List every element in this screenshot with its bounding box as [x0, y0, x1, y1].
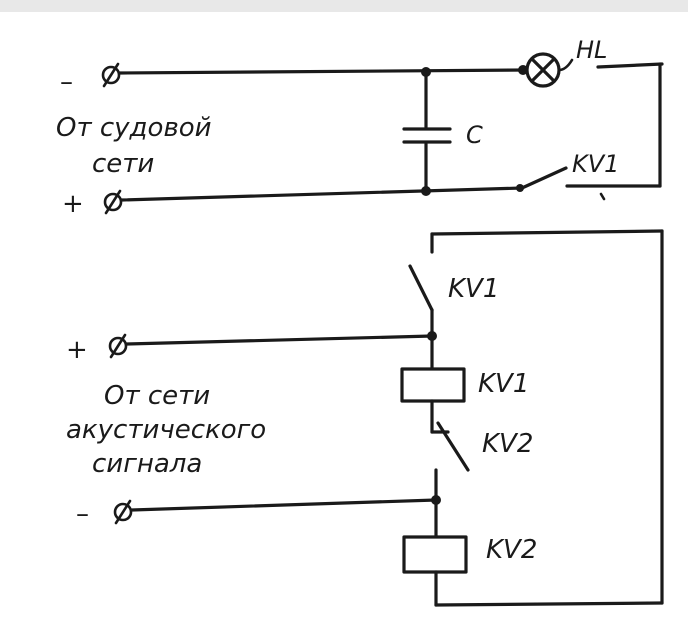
lamp-right-wire — [596, 62, 664, 69]
kv1-contact-upper-label: KV1 — [572, 150, 619, 178]
ship-plus-terminal — [103, 189, 123, 215]
signal-plus-terminal — [108, 333, 128, 359]
kv1-coil-label: KV1 — [478, 369, 529, 399]
signal-minus-sign: – — [76, 499, 89, 529]
acoustic-signal-circuit: KV1 + KV1 KV2 – KV2 От сети — [66, 229, 664, 607]
signal-source-line3: сигнала — [92, 449, 202, 479]
kv2-coil-label: KV2 — [486, 535, 537, 565]
signal-plus-wire — [125, 334, 434, 346]
lamp-hl — [525, 52, 561, 88]
signal-source-line1: От сети — [104, 381, 210, 411]
signal-minus-terminal — [113, 499, 133, 525]
kv1-contact-upper — [520, 166, 568, 190]
scan-mark — [599, 192, 606, 201]
signal-minus-wire — [130, 498, 438, 512]
junction-dot-bottom — [421, 186, 431, 196]
lamp-label: HL — [576, 36, 607, 64]
kv2-contact — [436, 421, 470, 472]
ship-minus-sign: – — [60, 67, 73, 97]
scan-top-edge — [0, 0, 688, 12]
lamp-lead — [557, 58, 574, 72]
ship-network-circuit: – HL C + — [56, 36, 664, 219]
signal-source-line2: акустического — [66, 415, 266, 445]
kv1-contact-lower — [408, 264, 434, 312]
kv2-contact-label: KV2 — [482, 429, 533, 459]
ship-plus-sign: + — [62, 189, 84, 219]
loop-top-wire — [430, 229, 664, 236]
ship-bottom-wire — [120, 186, 524, 202]
ship-minus-terminal — [101, 62, 121, 88]
ship-source-line2: сети — [92, 149, 154, 179]
kv1-contact-lower-label: KV1 — [448, 274, 499, 304]
kv1-contact-pivot — [516, 184, 524, 192]
junction-dot-lamp — [518, 65, 528, 75]
kv2-coil — [402, 535, 468, 574]
capacitor-label: C — [466, 121, 483, 149]
loop-bottom-wire — [434, 601, 664, 607]
ship-source-line1: От судовой — [56, 113, 212, 143]
kv1-coil — [400, 367, 466, 403]
signal-plus-sign: + — [66, 335, 88, 365]
ship-top-wire — [118, 68, 528, 75]
